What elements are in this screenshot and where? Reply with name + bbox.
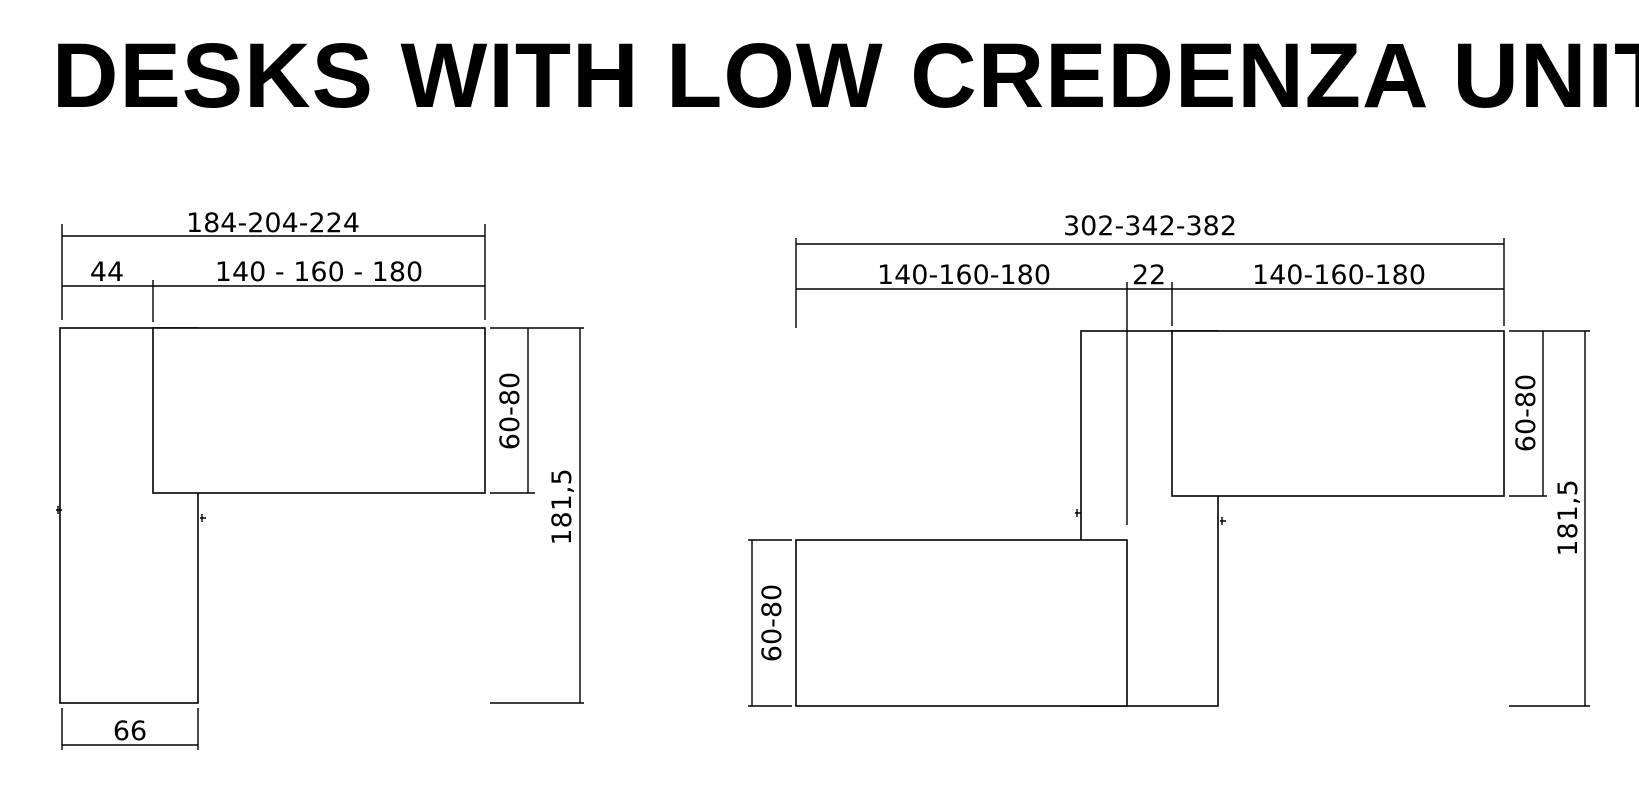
right-credenza-width-label: 22 xyxy=(1132,260,1166,291)
right-leg-marker-a xyxy=(1075,509,1081,517)
right-overall-width-label: 302-342-382 xyxy=(1063,211,1237,242)
page-title: DESKS WITH LOW CREDENZA UNIT xyxy=(52,25,1639,127)
right-desk-a-width-label: 140-160-180 xyxy=(877,260,1051,291)
left-overall-width-label: 184-204-224 xyxy=(186,208,360,239)
right-overall-depth-label: 181,5 xyxy=(1553,479,1584,556)
right-desk-b xyxy=(1171,330,1505,497)
right-desk-a-depth-label: 60-80 xyxy=(757,584,788,662)
right-leg-marker-b xyxy=(1220,517,1226,525)
right-desk-a xyxy=(795,539,1128,707)
left-leg-marker-b xyxy=(200,514,206,522)
left-layout: 184-204-224 44 140 - 160 - 180 60-80 181… xyxy=(56,208,584,750)
left-desk-width-label: 140 - 160 - 180 xyxy=(215,257,423,288)
left-desk-depth-label: 60-80 xyxy=(495,372,526,450)
left-return-width-label: 66 xyxy=(113,716,147,747)
right-desk-b-depth-label: 60-80 xyxy=(1511,374,1542,452)
right-layout: 302-342-382 140-160-180 22 140-160-180 6… xyxy=(748,211,1590,707)
left-leg-marker-a xyxy=(56,506,62,514)
left-credenza-width-label: 44 xyxy=(90,257,124,288)
left-overall-depth-label: 181,5 xyxy=(547,468,578,545)
right-desk-b-width-label: 140-160-180 xyxy=(1252,260,1426,291)
left-desk-top xyxy=(152,327,486,494)
